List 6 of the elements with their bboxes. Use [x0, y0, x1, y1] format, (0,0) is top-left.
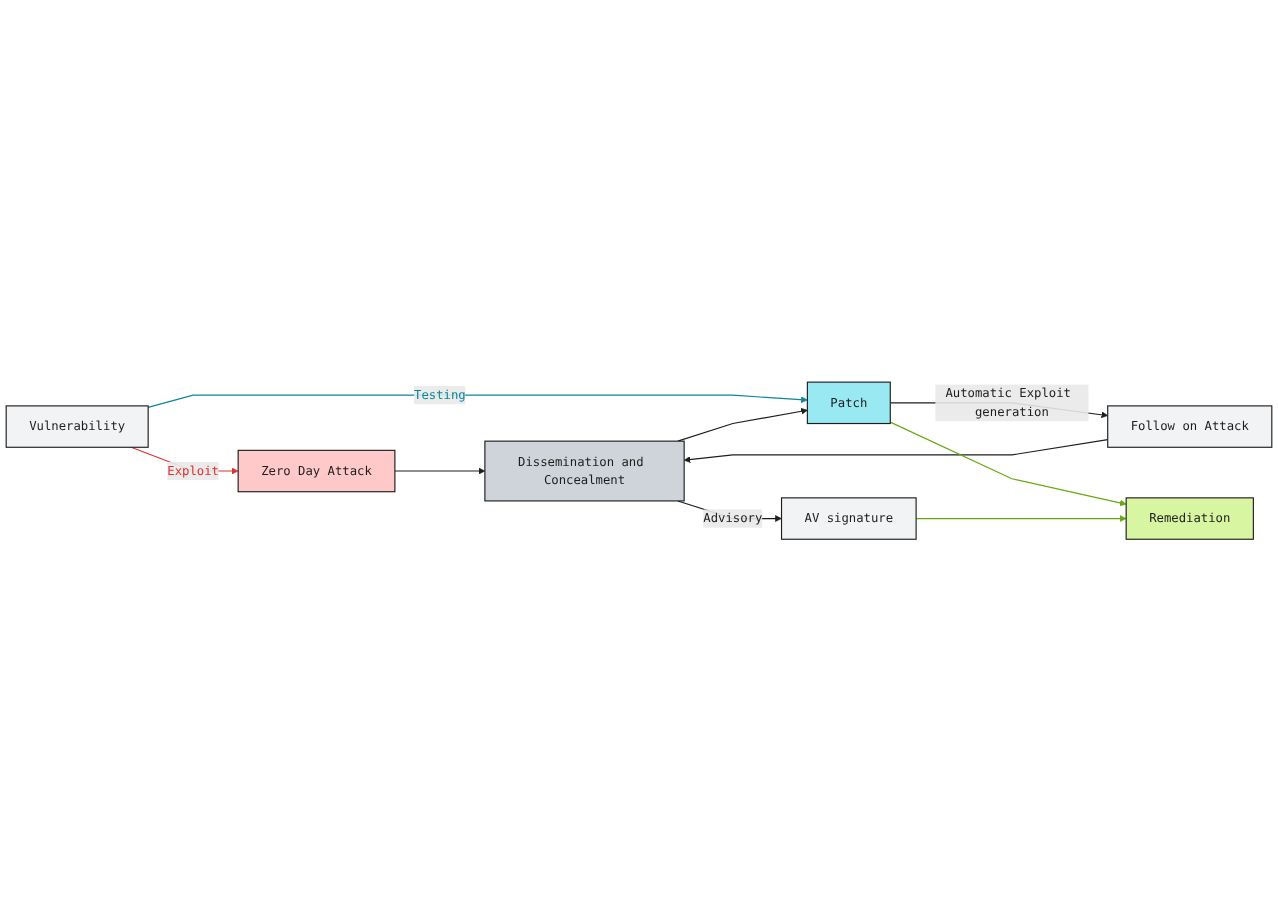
arrow — [889, 420, 1127, 506]
arrow — [683, 438, 1109, 463]
arrow — [915, 514, 1127, 522]
arrow — [147, 393, 808, 408]
arrow — [677, 407, 808, 442]
arrow — [394, 466, 486, 474]
